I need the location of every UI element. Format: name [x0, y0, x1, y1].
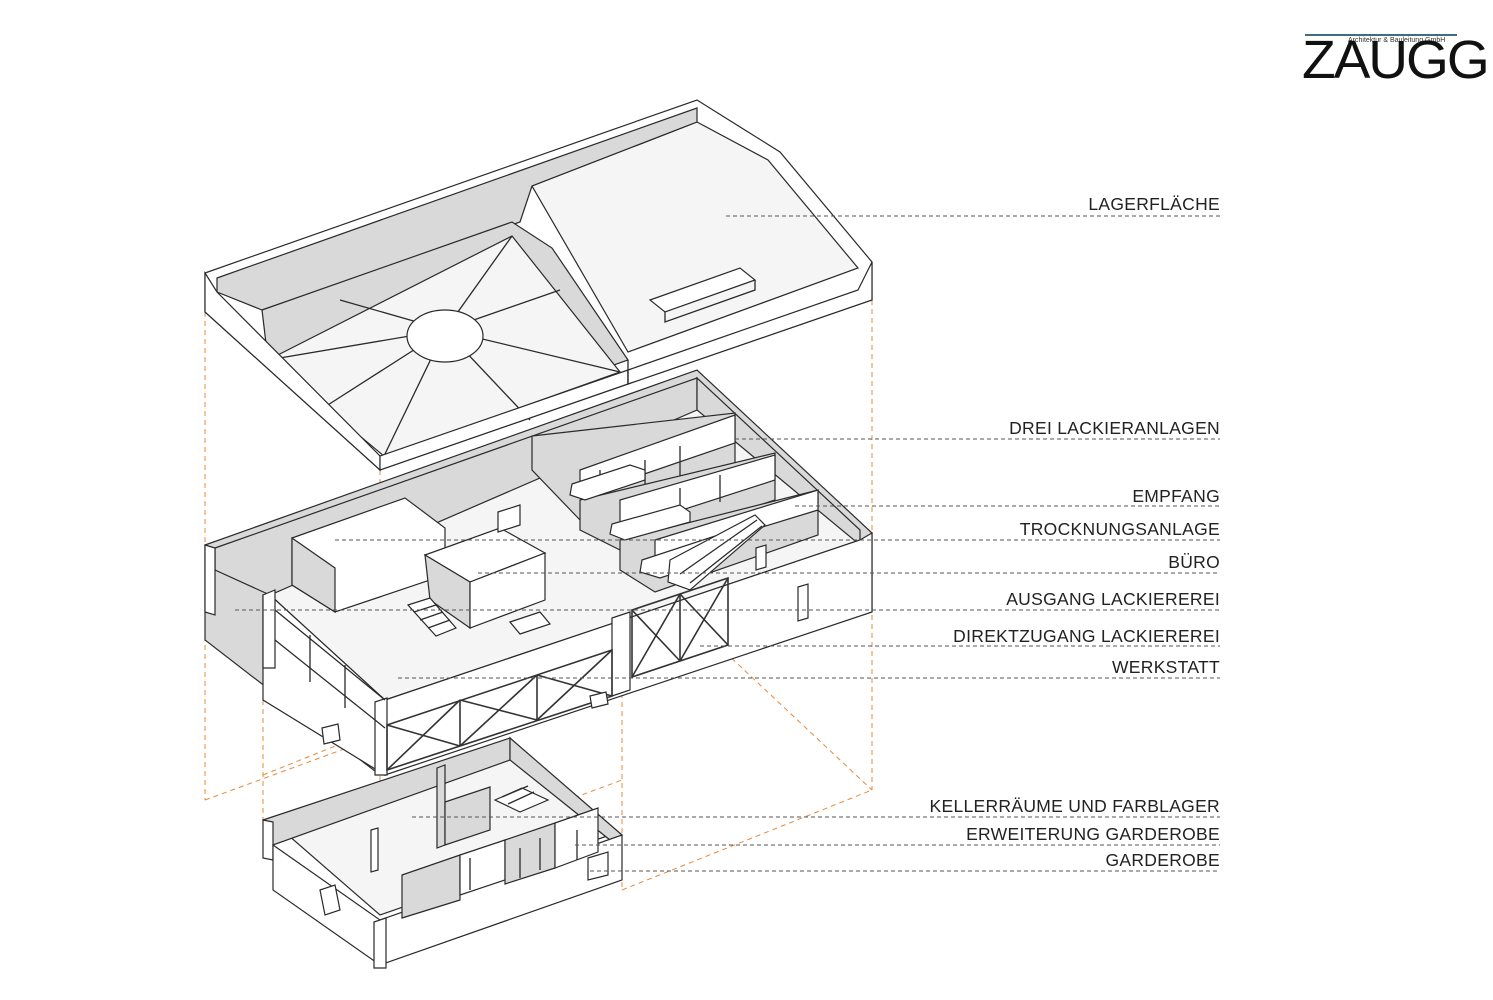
workshop-gates: [386, 576, 729, 772]
label-garderobe: GARDEROBE: [1105, 850, 1220, 870]
basement-level: [262, 736, 624, 969]
logo-accent-bar: [1305, 34, 1457, 36]
roof-level-storage: [204, 99, 873, 472]
label-drei-lackieranlagen: DREI LACKIERANLAGEN: [1009, 418, 1220, 438]
logo-subtitle: Architektur & Bauleitung GmbH: [1348, 37, 1446, 44]
label-werkstatt: WERKSTATT: [1111, 657, 1220, 677]
label-leader-lines: [235, 215, 1220, 872]
label-buero: BÜRO: [1168, 552, 1220, 572]
label-lagerflaeche: LAGERFLÄCHE: [1088, 194, 1220, 214]
label-direktzugang-lackiererei: DIREKTZUGANG LACKIEREREI: [953, 626, 1220, 646]
label-empfang: EMPFANG: [1132, 486, 1220, 506]
label-kellerraeume-farblager: KELLERRÄUME UND FARBLAGER: [929, 796, 1220, 816]
ground-floor-workshop: [204, 369, 873, 777]
label-trocknungsanlage: TROCKNUNGSANLAGE: [1019, 519, 1220, 539]
label-erweiterung-garderobe: ERWEITERUNG GARDEROBE: [966, 824, 1220, 844]
logo-wordmark: ZAUGG: [1302, 30, 1490, 90]
label-ausgang-lackiererei: AUSGANG LACKIEREREI: [1006, 589, 1220, 609]
